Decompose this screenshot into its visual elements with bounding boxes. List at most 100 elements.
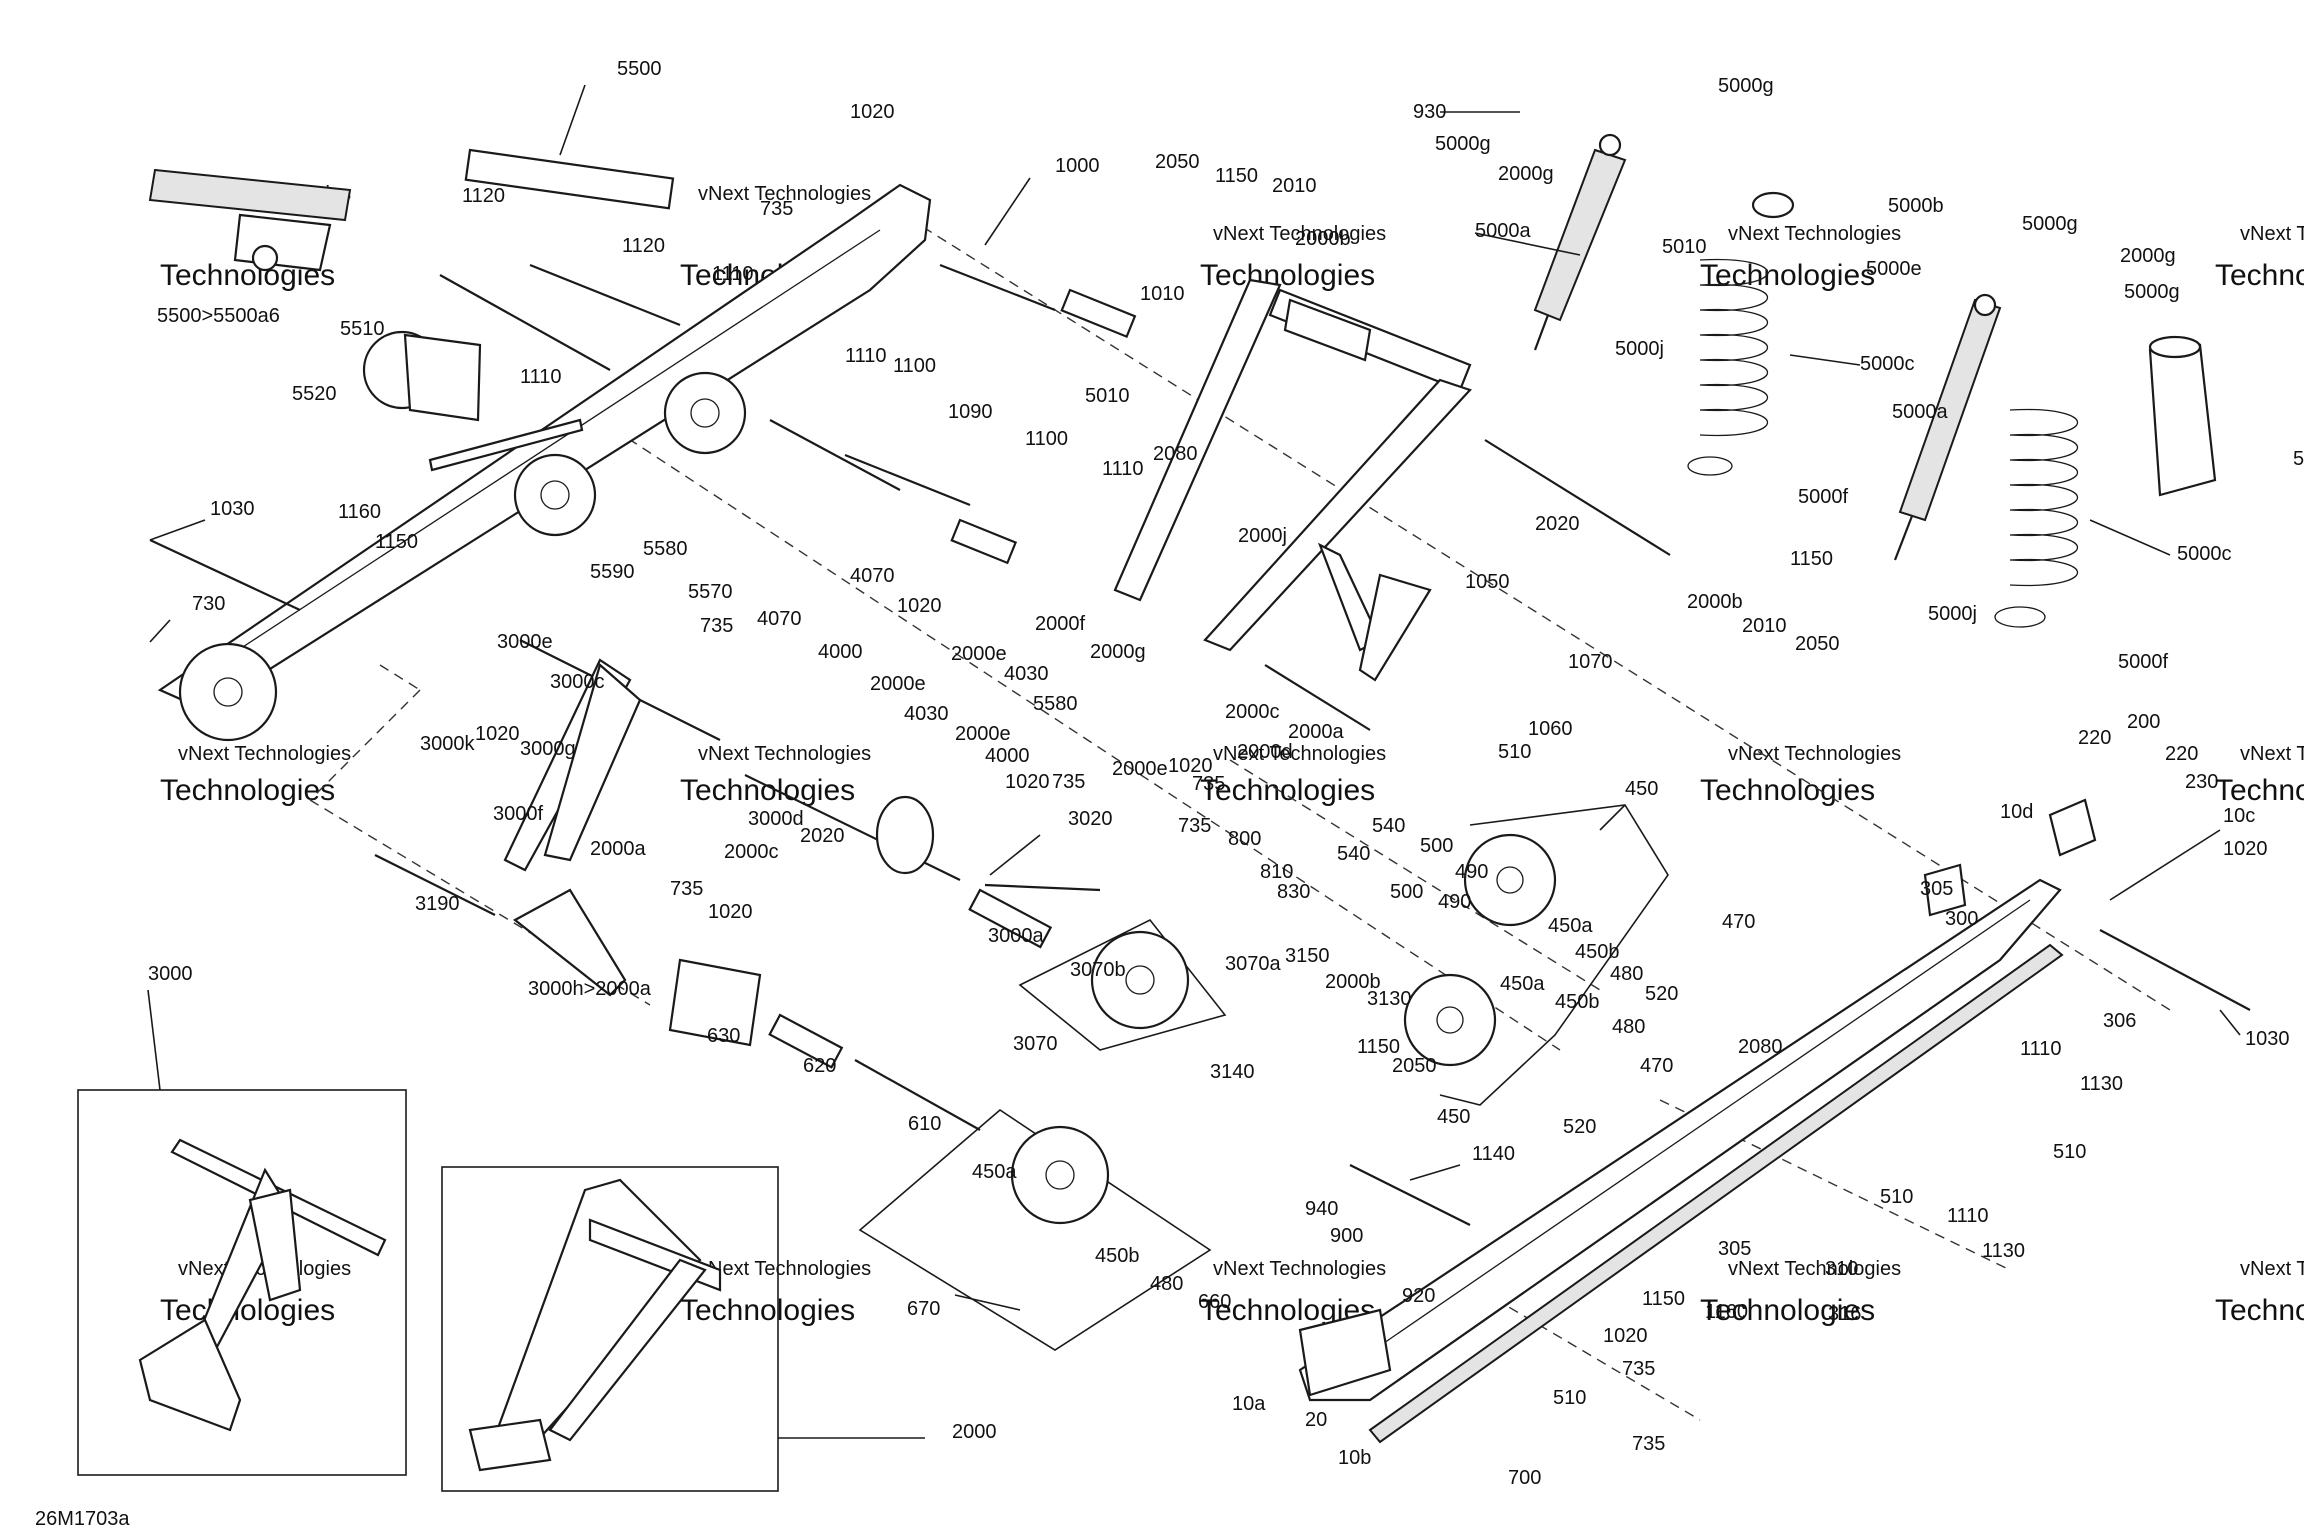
- part-label-l17: 5000g: [2022, 213, 2078, 235]
- leader-line: [2219, 1009, 2241, 1036]
- rod-610: [854, 1059, 981, 1131]
- wheel-3070: [1090, 930, 1190, 1030]
- watermark-text: vNext Technologies: [1213, 743, 1386, 765]
- part-label-l91: 500: [1420, 835, 1453, 857]
- part-label-l20: 5000j: [1615, 338, 1664, 360]
- part-label-l80: 2000e: [1112, 758, 1168, 780]
- part-label-l137: 660: [1198, 1291, 1231, 1313]
- watermark-text: vNext Technologies: [1728, 1258, 1901, 1280]
- inset-frame: [441, 1166, 779, 1492]
- shock-body: [148, 168, 352, 222]
- spring-arm: [984, 883, 1101, 892]
- part-label-l68: 2000g: [1090, 641, 1146, 663]
- part-label-l152: 700: [1508, 1467, 1541, 1489]
- part-label-l103: 1020: [708, 901, 753, 923]
- part-label-l33: 1110: [520, 366, 562, 388]
- part-label-l63: 2050: [1795, 633, 1840, 655]
- rod: [374, 854, 496, 916]
- part-label-l105: 490: [1438, 891, 1471, 913]
- arm-tube: [1203, 378, 1472, 652]
- part-label-l89: 450: [1625, 778, 1658, 800]
- part-label-l12: 2000g: [1498, 163, 1554, 185]
- watermark-text: Technologies: [2215, 1294, 2304, 1327]
- part-label-l131: 520: [1563, 1116, 1596, 1138]
- part-label-l113: 3070a: [1225, 953, 1281, 975]
- part-label-l122: 3070: [1013, 1033, 1058, 1055]
- part-label-l173: 50: [2293, 448, 2304, 470]
- part-label-l163: 305: [1920, 878, 1953, 900]
- wheel-450: [1403, 973, 1497, 1067]
- part-label-l168: 1130: [2080, 1073, 2123, 1095]
- part-label-l102: 3190: [415, 893, 460, 915]
- part-label-l124: 2080: [1738, 1036, 1783, 1058]
- part-label-l129: 470: [1640, 1055, 1673, 1077]
- watermark-text: Technologies: [1700, 774, 1875, 807]
- inset-box-3000: [77, 989, 407, 1476]
- part-label-l126: 620: [803, 1055, 836, 1077]
- inset-frame: [77, 1089, 407, 1476]
- part-label-l61: 2000f: [1035, 613, 1085, 635]
- shock-5000-left: [1533, 133, 1795, 476]
- rail-edge: [1329, 899, 2031, 1381]
- leader-line: [559, 84, 586, 156]
- part-label-l4: 1000: [1055, 155, 1100, 177]
- part-label-l160: 10d: [2000, 801, 2033, 823]
- bracket-300: [1923, 863, 1967, 917]
- guide-line: [1659, 1099, 2011, 1271]
- torsion-spring: [875, 795, 935, 875]
- part-label-l50: 4070: [850, 565, 895, 587]
- wheel-450: [1463, 833, 1557, 927]
- watermark-text: vNext Technologies: [698, 743, 871, 765]
- part-label-l110: 3000a: [988, 925, 1044, 947]
- part-label-l25: 5000j: [1928, 603, 1977, 625]
- part-label-l104: 500: [1390, 881, 1423, 903]
- part-label-l83: 3000d: [748, 808, 804, 830]
- part-label-l43: 1160: [338, 501, 381, 523]
- link-arm: [1358, 573, 1432, 682]
- part-label-l76: 3000k: [420, 733, 475, 755]
- part-label-l108: 480: [1610, 963, 1643, 985]
- leader-line: [954, 1294, 1021, 1311]
- part-label-l67: 4030: [1004, 663, 1049, 685]
- guide-line: [309, 689, 421, 801]
- watermark-text: Technologies: [1700, 1294, 1875, 1327]
- diagram-code: 26M1703a: [35, 1508, 130, 1530]
- rod: [1264, 664, 1371, 731]
- part-label-l13: 5000b: [1888, 195, 1944, 217]
- coil-spring: [1699, 258, 1768, 437]
- watermark-text: Technologies: [680, 774, 855, 807]
- front-slide-rail: [1298, 798, 2251, 1444]
- watermark-text: vNext Technologies: [178, 743, 351, 765]
- part-label-l30: 5510: [340, 318, 385, 340]
- part-label-l41: 2080: [1153, 443, 1198, 465]
- part-label-l159: 230: [2185, 771, 2218, 793]
- part-label-l31: 1110: [712, 263, 754, 285]
- idler-wheel: [178, 642, 278, 742]
- part-label-l106: 450a: [1548, 915, 1593, 937]
- part-label-l119: 450b: [1555, 991, 1600, 1013]
- part-label-l114: 3150: [1285, 945, 1330, 967]
- idler-wheel: [513, 453, 597, 537]
- part-label-l172: 1130: [1982, 1240, 2025, 1262]
- shock-body: [1533, 148, 1627, 322]
- part-label-l148: 10a: [1232, 1393, 1266, 1415]
- bushing: [1598, 133, 1622, 157]
- rod: [1484, 439, 1671, 556]
- part-label-l88: 2020: [800, 825, 845, 847]
- watermark-text: vNext Technologies: [698, 183, 871, 205]
- part-label-l45: 2000j: [1238, 525, 1287, 547]
- part-label-l149: 20: [1305, 1409, 1327, 1431]
- part-label-l71: 1060: [1528, 718, 1573, 740]
- part-label-l7: 2010: [1272, 175, 1317, 197]
- part-label-l97: 800: [1228, 828, 1261, 850]
- part-label-l51: 1020: [897, 595, 942, 617]
- sleeve: [1060, 288, 1137, 339]
- part-label-l147: 510: [1553, 1387, 1586, 1409]
- watermark-text: vNext Technologies: [698, 1258, 871, 1280]
- bracket-outline: [1439, 804, 1669, 1106]
- watermark-text: Technologies: [160, 1294, 335, 1327]
- part-label-l166: 1030: [2245, 1028, 2290, 1050]
- leader-line: [1599, 804, 1626, 831]
- part-label-l135: 450b: [1095, 1245, 1140, 1267]
- part-label-l40: 1110: [1102, 458, 1144, 480]
